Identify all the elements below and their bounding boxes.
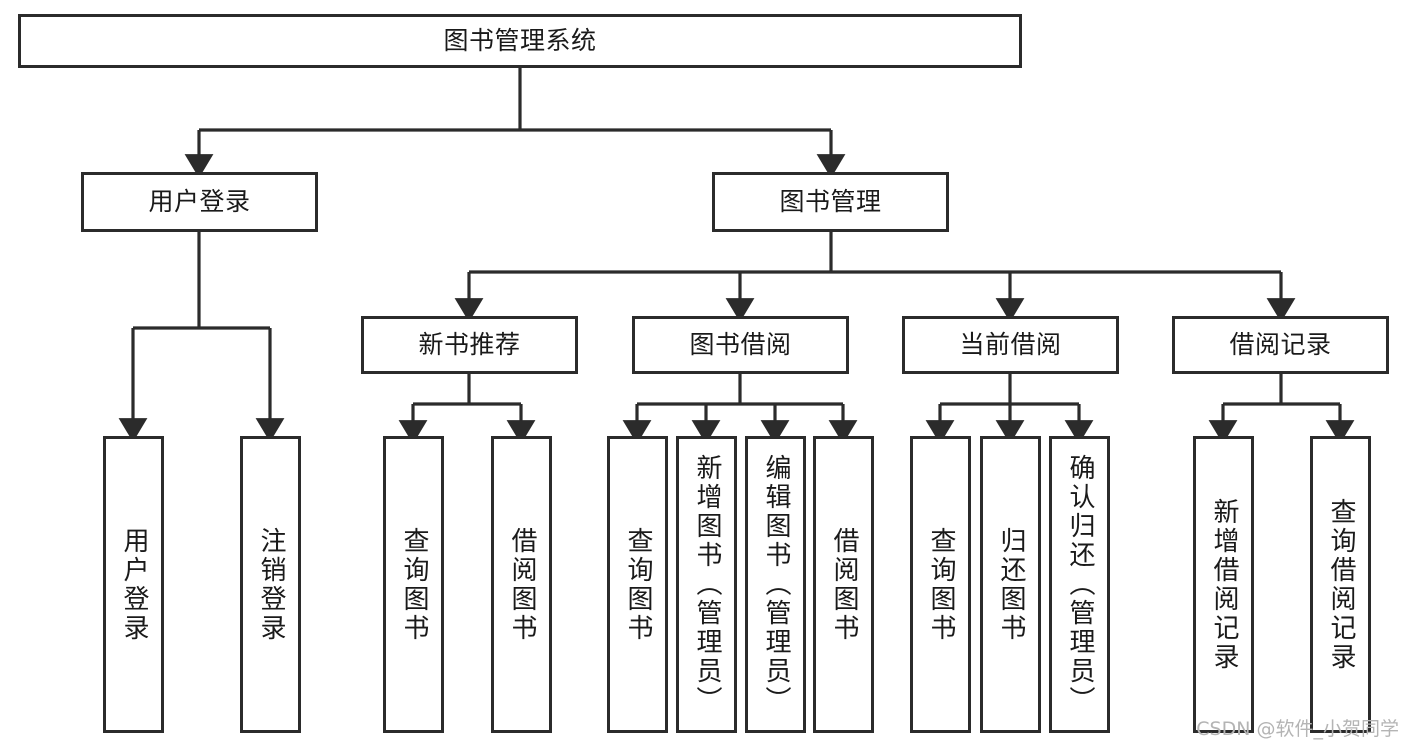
node-label: 图书管理系统 bbox=[443, 25, 597, 55]
leaf-book-borrow-edit-book-admin[interactable]: 编辑图书（管理员） bbox=[745, 436, 806, 733]
node-label: 借阅记录 bbox=[1229, 329, 1332, 359]
leaf-borrow-record-add-record[interactable]: 新增借阅记录 bbox=[1193, 436, 1254, 733]
node-label: 用户登录 bbox=[119, 526, 150, 643]
leaf-current-borrow-confirm-return-admin[interactable]: 确认归还（管理员） bbox=[1049, 436, 1110, 733]
node-label: 查询图书 bbox=[926, 526, 957, 643]
node-book-management[interactable]: 图书管理 bbox=[712, 172, 949, 232]
leaf-book-borrow-add-book-admin[interactable]: 新增图书（管理员） bbox=[676, 436, 737, 733]
node-label: 新增图书（管理员） bbox=[692, 454, 723, 715]
node-label: 查询借阅记录 bbox=[1326, 497, 1357, 672]
node-current-borrowing[interactable]: 当前借阅 bbox=[902, 316, 1119, 374]
node-label: 归还图书 bbox=[996, 526, 1027, 643]
node-label: 借阅图书 bbox=[507, 526, 538, 643]
leaf-current-borrow-query-books[interactable]: 查询图书 bbox=[910, 436, 971, 733]
leaf-user-login-login[interactable]: 用户登录 bbox=[103, 436, 164, 733]
leaf-book-borrow-query-books[interactable]: 查询图书 bbox=[607, 436, 668, 733]
node-label: 用户登录 bbox=[148, 186, 251, 216]
node-label: 图书管理 bbox=[779, 186, 882, 216]
node-label: 查询图书 bbox=[399, 526, 430, 643]
node-label: 图书借阅 bbox=[689, 329, 792, 359]
leaf-book-borrow-borrow-books[interactable]: 借阅图书 bbox=[813, 436, 874, 733]
csdn-watermark: CSDN @软件_小贺同学 bbox=[1196, 718, 1399, 740]
leaf-current-borrow-return-books[interactable]: 归还图书 bbox=[980, 436, 1041, 733]
node-label: 查询图书 bbox=[623, 526, 654, 643]
node-label: 新书推荐 bbox=[418, 329, 521, 359]
node-root-book-management-system[interactable]: 图书管理系统 bbox=[18, 14, 1022, 68]
node-label: 注销登录 bbox=[256, 526, 287, 643]
node-label: 新增借阅记录 bbox=[1209, 497, 1240, 672]
node-label: 借阅图书 bbox=[829, 526, 860, 643]
node-label: 当前借阅 bbox=[959, 329, 1062, 359]
node-new-book-recommendation[interactable]: 新书推荐 bbox=[361, 316, 578, 374]
leaf-new-book-query-books[interactable]: 查询图书 bbox=[383, 436, 444, 733]
leaf-borrow-record-query-record[interactable]: 查询借阅记录 bbox=[1310, 436, 1371, 733]
node-label: 编辑图书（管理员） bbox=[761, 454, 792, 715]
node-label: 确认归还（管理员） bbox=[1065, 454, 1096, 715]
node-book-borrowing[interactable]: 图书借阅 bbox=[632, 316, 849, 374]
leaf-user-login-logout[interactable]: 注销登录 bbox=[240, 436, 301, 733]
node-user-login[interactable]: 用户登录 bbox=[81, 172, 318, 232]
node-borrowing-record[interactable]: 借阅记录 bbox=[1172, 316, 1389, 374]
leaf-new-book-borrow-books[interactable]: 借阅图书 bbox=[491, 436, 552, 733]
